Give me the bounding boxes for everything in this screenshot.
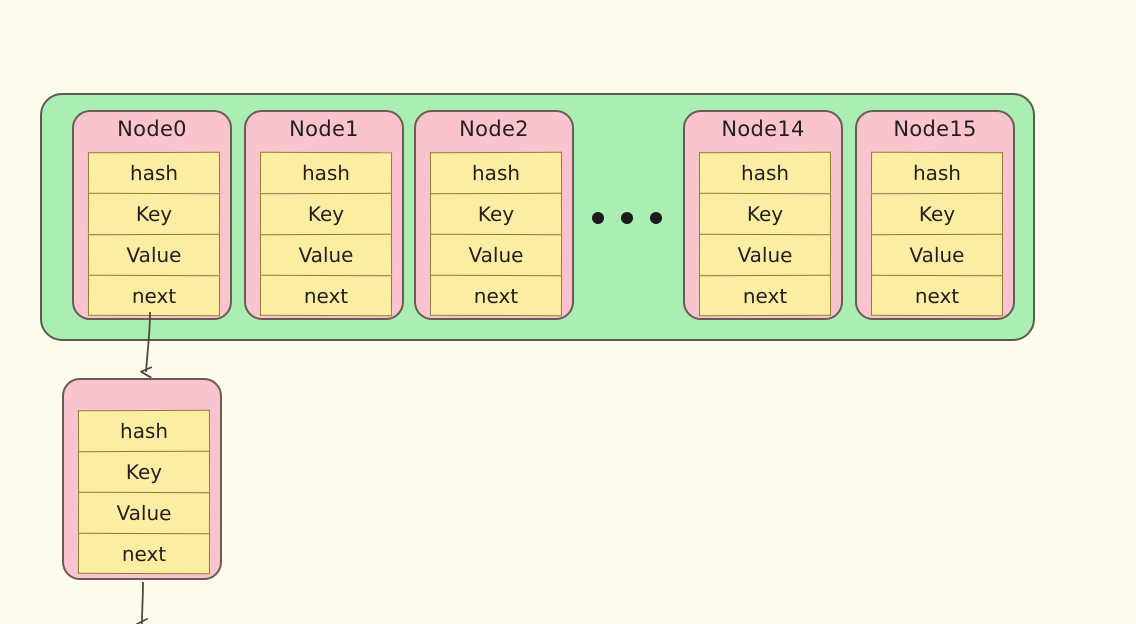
node-field-hash: hash: [870, 151, 1004, 194]
chained-node-card[interactable]: hash Key Value next: [62, 378, 222, 580]
node-field-hash: hash: [77, 409, 211, 452]
node-field-hash: hash: [259, 151, 393, 194]
node-title: Node2: [459, 117, 529, 141]
node-field-value: Value: [698, 233, 832, 276]
node-title: Node0: [117, 117, 187, 141]
node-field-stack: hash Key Value next: [77, 409, 211, 575]
node-field-next: next: [870, 274, 1004, 317]
node-field-next: next: [87, 274, 221, 317]
ellipsis-indicator: [592, 205, 662, 231]
node-card-2[interactable]: Node2 hash Key Value next: [414, 110, 574, 320]
node-field-value: Value: [429, 233, 563, 276]
ellipsis-dot-icon: [650, 212, 662, 224]
node-field-next: next: [698, 274, 832, 317]
node-field-stack: hash Key Value next: [429, 151, 563, 317]
node-field-stack: hash Key Value next: [870, 151, 1004, 317]
node-field-hash: hash: [87, 151, 221, 194]
node-field-hash: hash: [429, 151, 563, 194]
ellipsis-dot-icon: [621, 212, 633, 224]
node-field-hash: hash: [698, 151, 832, 194]
node-field-next: next: [77, 532, 211, 575]
node-field-stack: hash Key Value next: [87, 151, 221, 317]
node-field-key: Key: [429, 192, 563, 235]
node-field-value: Value: [259, 233, 393, 276]
node-field-next: next: [259, 274, 393, 317]
node-field-value: Value: [77, 491, 211, 534]
node-title: Node1: [289, 117, 359, 141]
node-field-value: Value: [87, 233, 221, 276]
ellipsis-dot-icon: [592, 212, 604, 224]
node-title: Node15: [893, 117, 977, 141]
node-field-value: Value: [870, 233, 1004, 276]
node-field-key: Key: [87, 192, 221, 235]
node-title: Node14: [721, 117, 805, 141]
node-field-key: Key: [870, 192, 1004, 235]
node-field-stack: hash Key Value next: [259, 151, 393, 317]
node-field-key: Key: [77, 450, 211, 493]
node-field-next: next: [429, 274, 563, 317]
node-card-15[interactable]: Node15 hash Key Value next: [855, 110, 1015, 320]
arrow-chained-node-next-out: [136, 581, 148, 624]
node-field-key: Key: [259, 192, 393, 235]
node-field-key: Key: [698, 192, 832, 235]
node-card-1[interactable]: Node1 hash Key Value next: [244, 110, 404, 320]
node-field-stack: hash Key Value next: [698, 151, 832, 317]
node-card-0[interactable]: Node0 hash Key Value next: [72, 110, 232, 320]
node-card-14[interactable]: Node14 hash Key Value next: [683, 110, 843, 320]
